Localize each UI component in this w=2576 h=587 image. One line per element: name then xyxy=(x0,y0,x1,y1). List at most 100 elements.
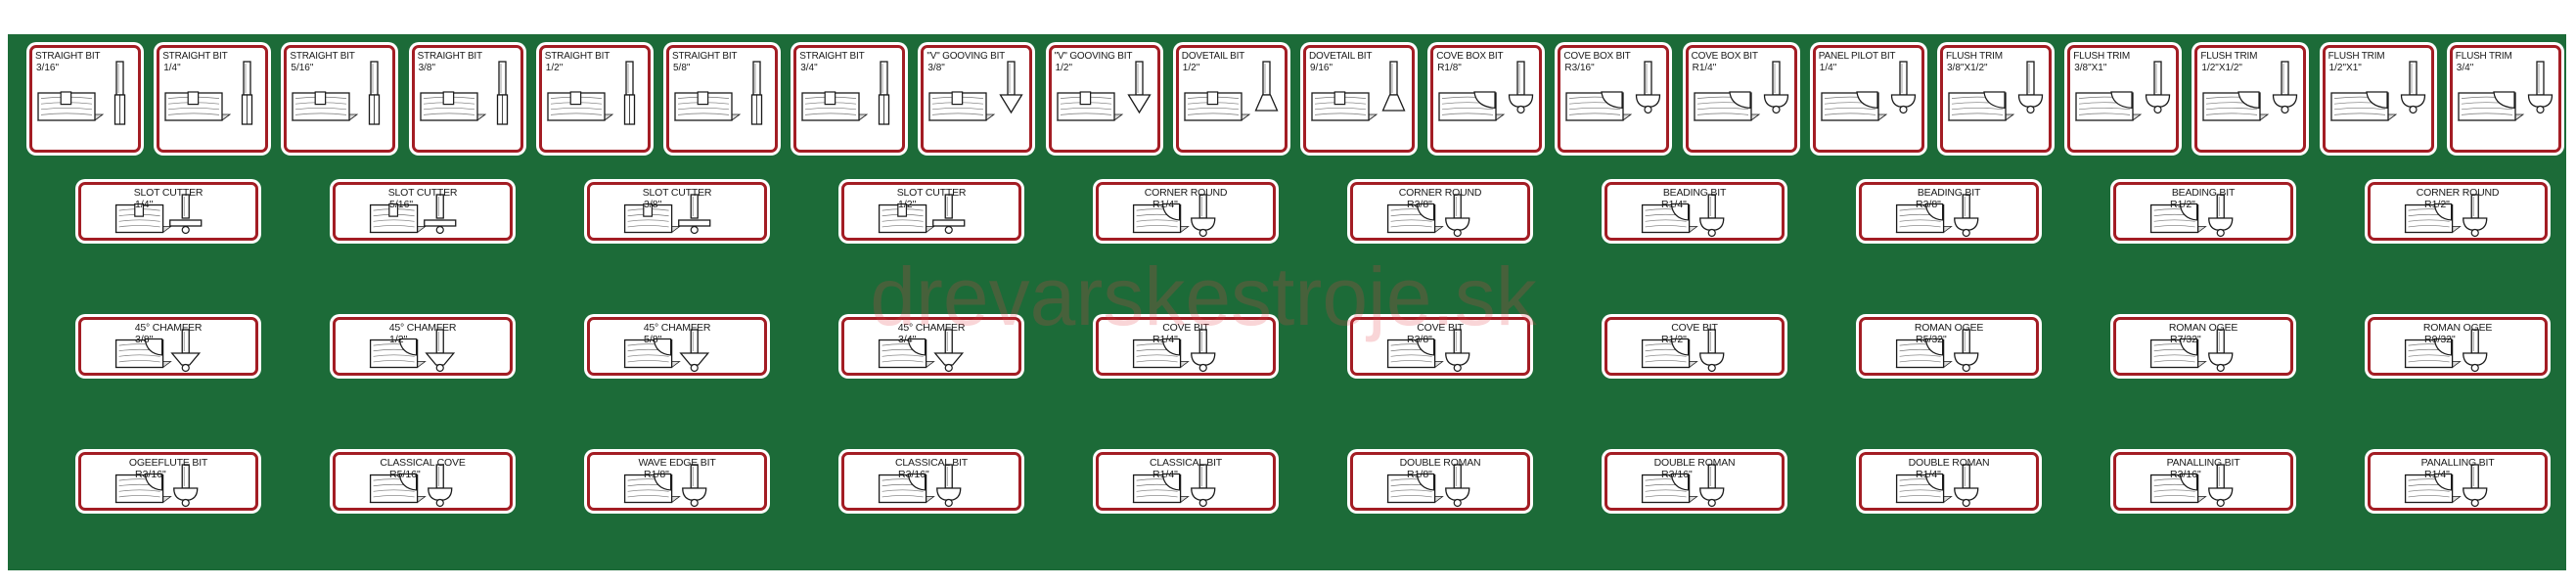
bit-size: R1/4" xyxy=(1692,63,1717,73)
chamfer-bit-icon xyxy=(623,329,710,373)
bit-size: R3/8" xyxy=(1916,199,1941,210)
dovetail-bit-icon xyxy=(1310,61,1406,121)
classical-bit-icon xyxy=(878,464,962,508)
bit-size: 1/2" xyxy=(1055,63,1073,73)
bit-name: STRAIGHT BIT xyxy=(290,51,355,62)
bit-name: COVE BOX BIT xyxy=(1563,51,1631,62)
bit-size: 3/4" xyxy=(800,63,818,73)
bit-name: COVE BOX BIT xyxy=(1436,51,1504,62)
bit-size: 3/8"X1/2" xyxy=(1947,63,1988,73)
classical-bit-icon xyxy=(1132,464,1216,508)
bit-name: PANEL PILOT BIT xyxy=(1818,51,1896,62)
classical-cove-bit-icon xyxy=(369,464,453,508)
bit-size: 3/16" xyxy=(36,63,60,73)
bit-name: "V" GOOVING BIT xyxy=(926,51,1006,62)
bit-size: R1/4" xyxy=(2424,469,2450,480)
bit-name: DOUBLE ROMAN xyxy=(1908,457,1990,469)
bit-size: 5/8" xyxy=(644,334,662,345)
wave-edge-bit-icon xyxy=(623,464,707,508)
chamfer-bit-icon xyxy=(369,329,456,373)
panelling-bit-icon xyxy=(2149,464,2234,508)
v-groove-bit-icon xyxy=(1056,61,1152,121)
cove-bit-icon xyxy=(1132,329,1216,373)
cove-box-bit-icon xyxy=(1565,61,1661,121)
bit-name: ROMAN OGEE xyxy=(2168,322,2238,334)
straight-bit-icon xyxy=(36,61,126,125)
bit-name: STRAIGHT BIT xyxy=(417,51,483,62)
bit-size: R1/4" xyxy=(1152,199,1178,210)
bit-size: 3/8"X1" xyxy=(2074,63,2107,73)
dovetail-bit-icon xyxy=(1183,61,1279,121)
bit-size: R1/4" xyxy=(1661,199,1687,210)
bit-name: 45° CHAMFER xyxy=(134,322,203,334)
bit-size: R7/32" xyxy=(2170,334,2201,345)
bit-name: STRAIGHT BIT xyxy=(544,51,610,62)
bit-name: FLUSH TRIM xyxy=(1946,51,2003,62)
straight-bit-icon xyxy=(673,61,763,125)
bit-size: R1/8" xyxy=(1407,469,1432,480)
bit-size: R3/16" xyxy=(1661,469,1693,480)
straight-bit-icon xyxy=(163,61,253,125)
bit-name: STRAIGHT BIT xyxy=(672,51,738,62)
bit-size: R1/4" xyxy=(1152,469,1178,480)
v-groove-bit-icon xyxy=(928,61,1024,121)
bit-name: 45° CHAMFER xyxy=(643,322,711,334)
bit-name: STRAIGHT BIT xyxy=(162,51,228,62)
bit-size: R1/2" xyxy=(2424,199,2450,210)
straight-bit-icon xyxy=(419,61,508,125)
bit-size: 3/4" xyxy=(2456,63,2474,73)
bit-name: 45° CHAMFER xyxy=(897,322,966,334)
bit-size: 1/2"X1" xyxy=(2328,63,2362,73)
bit-name: DOUBLE ROMAN xyxy=(1653,457,1736,469)
straight-bit-icon xyxy=(800,61,890,125)
bit-name: OGEEFLUTE BIT xyxy=(128,457,208,469)
bit-name: SLOT CUTTER xyxy=(642,187,712,199)
panel-pilot-bit-icon xyxy=(1820,61,1916,121)
ogee-flute-bit-icon xyxy=(114,464,199,508)
bit-name: ROMAN OGEE xyxy=(2422,322,2493,334)
straight-bit-icon xyxy=(292,61,381,125)
bit-name: ROMAN OGEE xyxy=(1914,322,1984,334)
bit-size: R3/8" xyxy=(1407,199,1432,210)
bit-size: 5/16" xyxy=(291,63,314,73)
roman-ogee-bit-icon xyxy=(2149,329,2234,373)
cove-bit-icon xyxy=(1386,329,1470,373)
bit-name: FLUSH TRIM xyxy=(2455,51,2512,62)
bit-size: 3/8" xyxy=(418,63,436,73)
bit-name: FLUSH TRIM xyxy=(2327,51,2385,62)
bit-size: R9/32" xyxy=(2424,334,2456,345)
bit-size: R1/2" xyxy=(2170,199,2195,210)
bit-size: 5/8" xyxy=(673,63,691,73)
bit-name: DOVETAIL BIT xyxy=(1181,51,1245,62)
bit-size: 3/8" xyxy=(644,199,662,210)
bit-size: 1/2"X1/2" xyxy=(2201,63,2242,73)
bit-size: R3/16" xyxy=(135,469,166,480)
